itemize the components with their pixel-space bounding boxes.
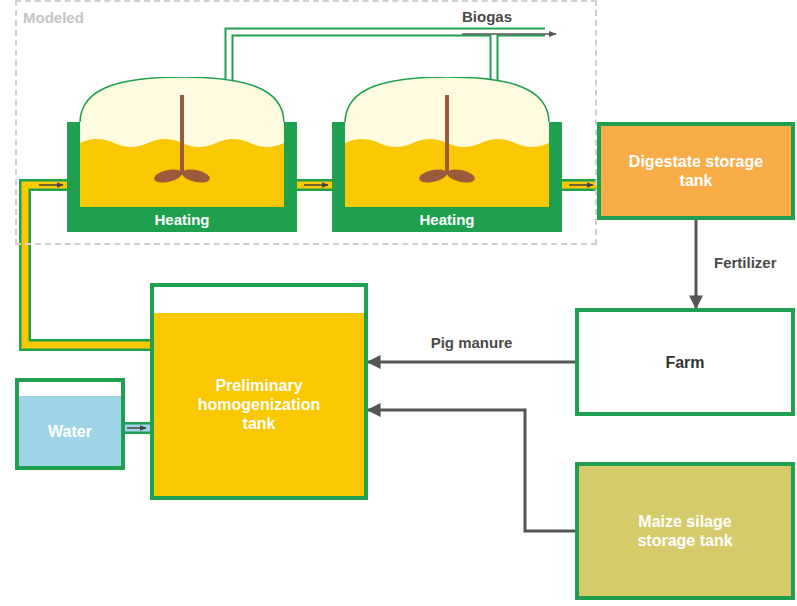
node-text: Preliminary homogenization tank — [184, 376, 334, 433]
pipe-connector — [125, 428, 150, 429]
water-tank: Water — [15, 378, 125, 470]
arrow-connector — [368, 362, 575, 363]
arrow-connector — [368, 410, 575, 531]
pipe-wall — [125, 422, 150, 434]
silage-tank: Maize silage storage tank — [575, 462, 795, 600]
farm-box: Farm — [575, 308, 795, 416]
pipe-connector — [297, 185, 332, 186]
digester-shape — [67, 77, 297, 232]
arrow-connector — [696, 220, 697, 308]
flow-arrow — [39, 184, 63, 186]
pipe-wall — [297, 179, 332, 191]
digester: Heating — [67, 77, 297, 232]
node-text: Heating — [332, 207, 562, 232]
flow-arrow — [569, 184, 593, 186]
connector-line — [368, 361, 575, 364]
digester-shape — [332, 77, 562, 232]
node-text: Farm — [665, 353, 704, 372]
pipe-connector — [562, 185, 597, 186]
modeled-region: ModeledHeating Heating — [15, 0, 597, 245]
flow-arrow — [304, 184, 328, 186]
edge-label: Pig manure — [429, 334, 515, 351]
connector-line — [695, 220, 698, 308]
pipe-fill — [125, 425, 150, 432]
storage-tank: Digestate storage tank — [597, 122, 795, 220]
node-text: Maize silage storage tank — [610, 512, 760, 550]
digester: Heating — [332, 77, 562, 232]
pipe-wall — [562, 179, 597, 191]
pipe-fill — [297, 182, 332, 189]
node-text: Modeled — [23, 9, 84, 26]
homogenization-tank: Preliminary homogenization tank — [150, 283, 368, 500]
connector-line — [368, 410, 575, 531]
node-text: Digestate storage tank — [621, 152, 771, 190]
flow-label: Biogas — [460, 8, 514, 25]
node-text: Water — [48, 422, 92, 441]
pipe-fill — [562, 182, 597, 189]
flow-arrow — [127, 427, 146, 429]
edge-label: Fertilizer — [712, 254, 779, 271]
node-text: Heating — [67, 207, 297, 232]
